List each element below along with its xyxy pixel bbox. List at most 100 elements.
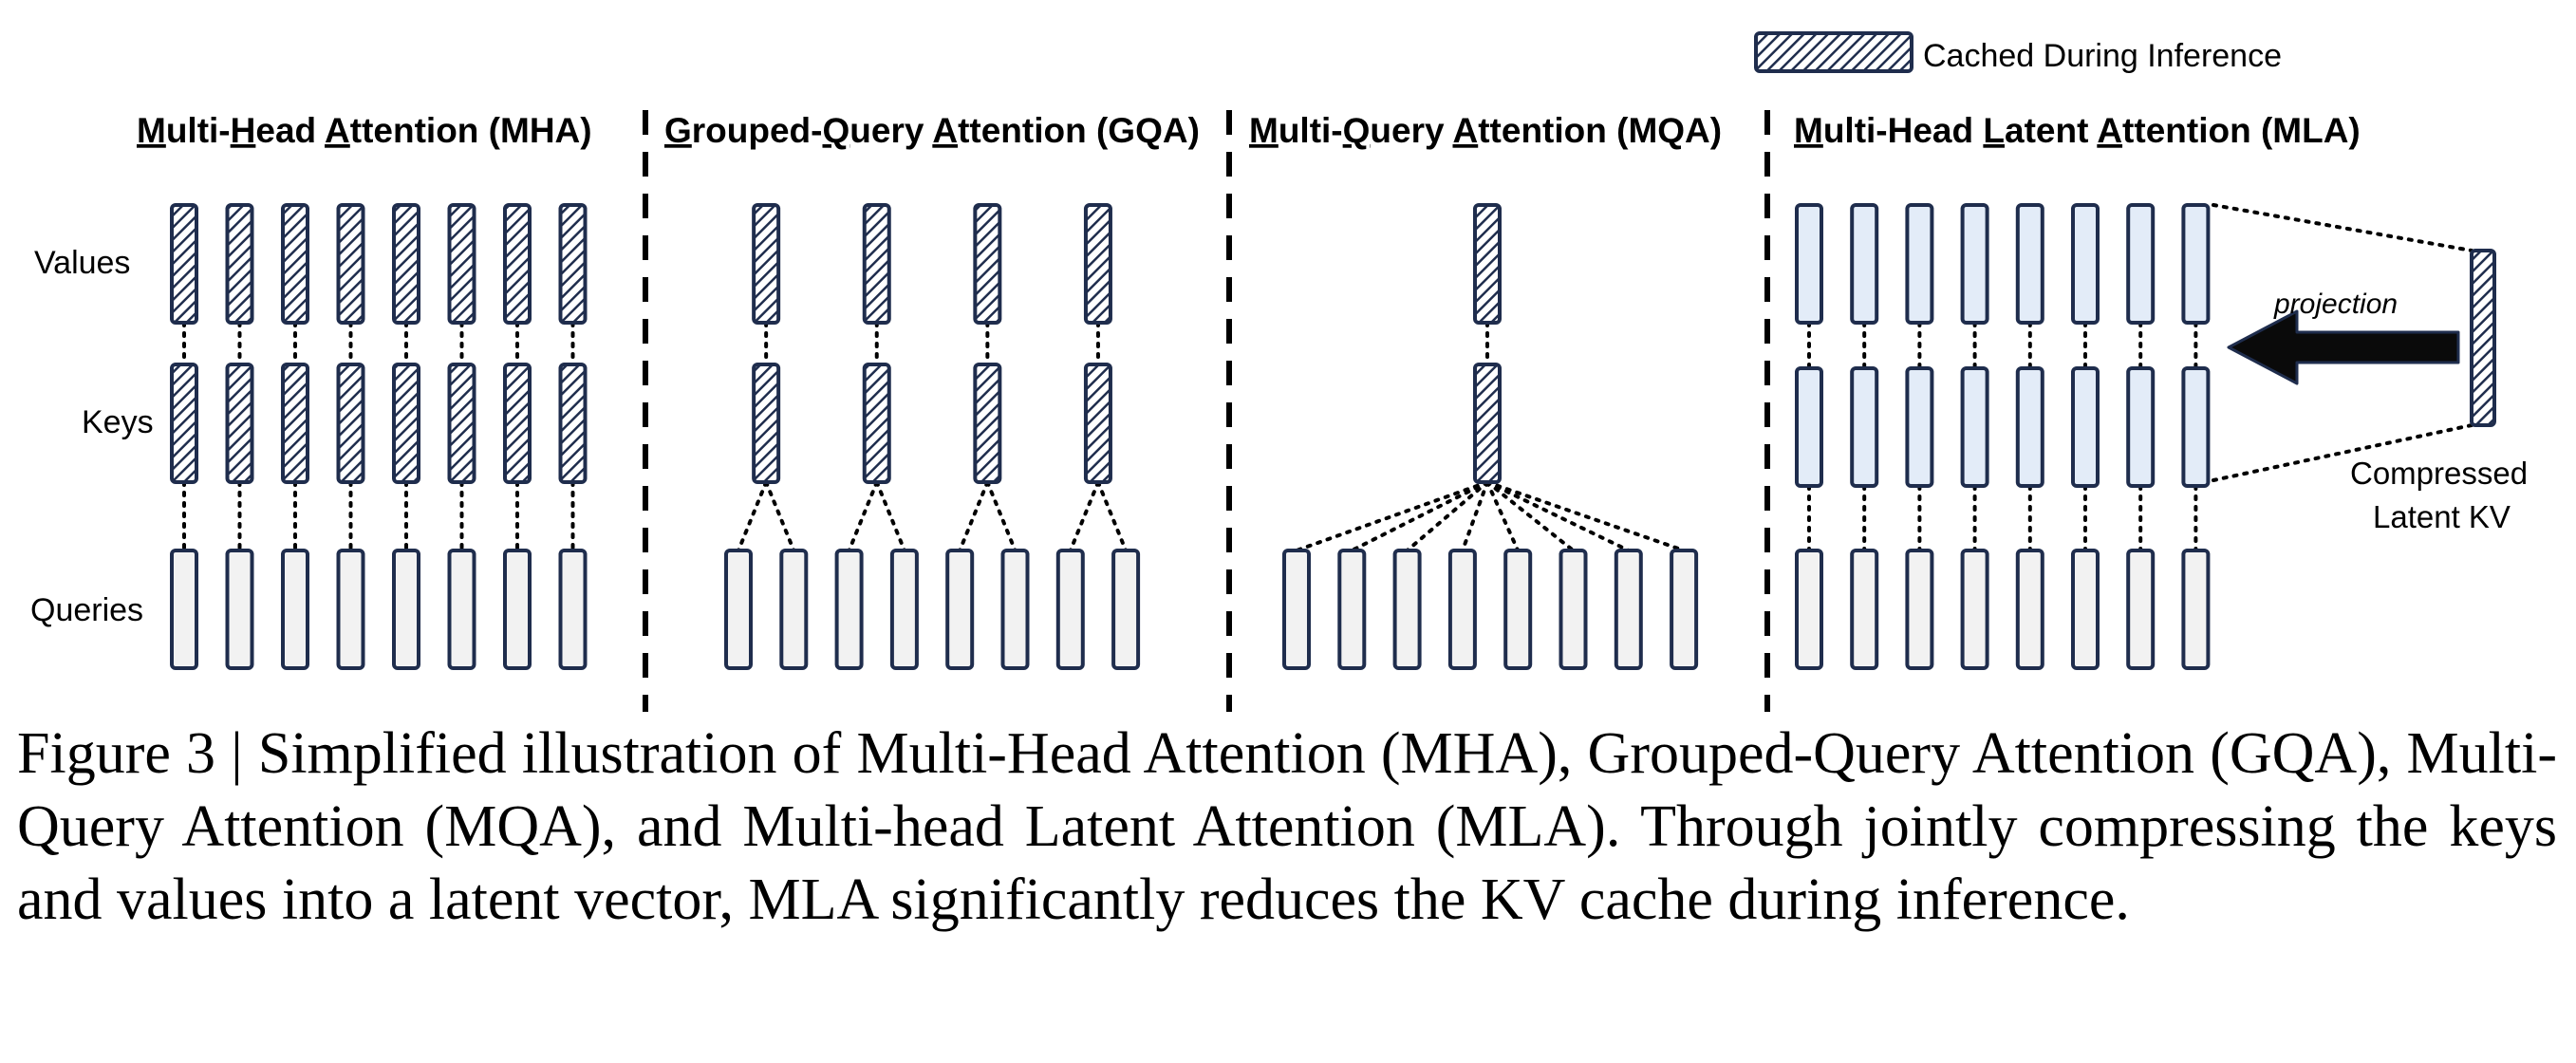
mha-query-head (392, 549, 420, 670)
compressed-latent-kv-vector (2470, 249, 2496, 427)
gqa-key-head (862, 363, 891, 484)
projection-arrow (2227, 309, 2460, 385)
latent-connector-top (2212, 203, 2473, 252)
mla-value-head (2071, 203, 2100, 325)
mha-value-head (503, 203, 532, 325)
latent-label-line2: Latent KV (2373, 499, 2511, 534)
dotted-connector (1485, 480, 1631, 552)
gqa-query-head (1055, 549, 1085, 670)
dotted-connector (1485, 480, 1521, 552)
gqa-key-head (1083, 363, 1112, 484)
head-vectors (170, 203, 2211, 670)
mla-value-head (2015, 203, 2044, 325)
dotted-connector (737, 480, 769, 552)
dotted-connector (1485, 480, 1687, 552)
dotted-connector (958, 480, 990, 552)
mla-query-head (2015, 549, 2044, 670)
mla-value-head (1905, 203, 1934, 325)
gqa-query-head (779, 549, 809, 670)
mha-query-head (170, 549, 198, 670)
mha-value-head (170, 203, 198, 325)
mla-query-head (1960, 549, 1989, 670)
mla-value-head (2126, 203, 2156, 325)
figure-caption: Figure 3 | Simplified illustration of Mu… (17, 721, 2557, 932)
projection-label: projection (2273, 289, 2398, 320)
gqa-key-head (973, 363, 1002, 484)
connector-lines (182, 321, 2198, 552)
mla-key-head (1850, 366, 1879, 488)
dotted-connector (1405, 480, 1489, 552)
mha-query-head (336, 549, 365, 670)
mla-value-head (1850, 203, 1879, 325)
dotted-connector (764, 480, 796, 552)
panel-title-mha: Multi-Head Attention (MHA) (137, 111, 592, 150)
panel-title-mla: Multi-Head Latent Attention (MLA) (1794, 111, 2361, 150)
gqa-key-head (752, 363, 781, 484)
mla-value-head (2181, 203, 2211, 325)
mha-value-head (558, 203, 588, 325)
row-label-queries: Queries (30, 592, 143, 628)
mha-query-head (281, 549, 309, 670)
mha-value-head (225, 203, 254, 325)
panel-title-gqa: Grouped-Query Attention (GQA) (664, 111, 1200, 150)
mla-key-head (2071, 366, 2100, 488)
gqa-query-head (1000, 549, 1030, 670)
mla-key-head (1960, 366, 1989, 488)
gqa-value-head (1083, 203, 1112, 325)
mha-query-head (447, 549, 476, 670)
mqa-value-head (1473, 203, 1502, 325)
mla-query-head (2071, 549, 2100, 670)
dotted-connector (1295, 480, 1489, 552)
mla-value-head (1795, 203, 1823, 325)
gqa-query-head (834, 549, 864, 670)
dotted-connector (985, 480, 1017, 552)
dotted-connector (847, 480, 879, 552)
mla-key-head (2126, 366, 2156, 488)
mla-query-head (2126, 549, 2156, 670)
latent-connector-bottom (2212, 423, 2473, 482)
mla-query-head (1850, 549, 1879, 670)
mla-query-head (1905, 549, 1934, 670)
mqa-key-head (1473, 363, 1502, 484)
mqa-query-head (1447, 549, 1477, 670)
gqa-value-head (973, 203, 1002, 325)
mha-key-head (170, 363, 198, 484)
row-label-keys: Keys (82, 404, 154, 440)
mqa-query-head (1614, 549, 1643, 670)
mha-key-head (503, 363, 532, 484)
mha-key-head (558, 363, 588, 484)
gqa-query-head (945, 549, 975, 670)
mha-key-head (392, 363, 420, 484)
latent-label-line1: Compressed (2350, 456, 2528, 491)
legend: Cached During Inference (1754, 31, 2282, 74)
dotted-connector (1460, 480, 1489, 552)
mha-value-head (336, 203, 365, 325)
mha-key-head (225, 363, 254, 484)
mla-query-head (2181, 549, 2211, 670)
mha-query-head (225, 549, 254, 670)
gqa-query-head (724, 549, 753, 670)
gqa-query-head (1111, 549, 1141, 670)
mha-query-head (503, 549, 532, 670)
mqa-query-head (1503, 549, 1533, 670)
row-label-values: Values (34, 245, 130, 281)
panel-title-mqa: Multi-Query Attention (MQA) (1249, 111, 1722, 150)
legend-hatched-swatch (1754, 31, 1913, 73)
gqa-query-head (889, 549, 919, 670)
mqa-query-head (1282, 549, 1311, 670)
dotted-connector (1068, 480, 1100, 552)
mla-query-head (1795, 549, 1823, 670)
mqa-query-head (1337, 549, 1367, 670)
mha-key-head (336, 363, 365, 484)
mla-latent-group: projection Compressed Latent KV (2212, 203, 2528, 534)
dotted-connector (1350, 480, 1489, 552)
mla-key-head (2181, 366, 2211, 488)
mqa-query-head (1392, 549, 1422, 670)
mla-value-head (1960, 203, 1989, 325)
mha-value-head (447, 203, 476, 325)
gqa-value-head (862, 203, 891, 325)
attention-comparison-figure: Cached During Inference Multi-Head Atten… (30, 31, 2528, 712)
mqa-query-head (1670, 549, 1699, 670)
mla-key-head (1905, 366, 1934, 488)
mha-query-head (558, 549, 588, 670)
